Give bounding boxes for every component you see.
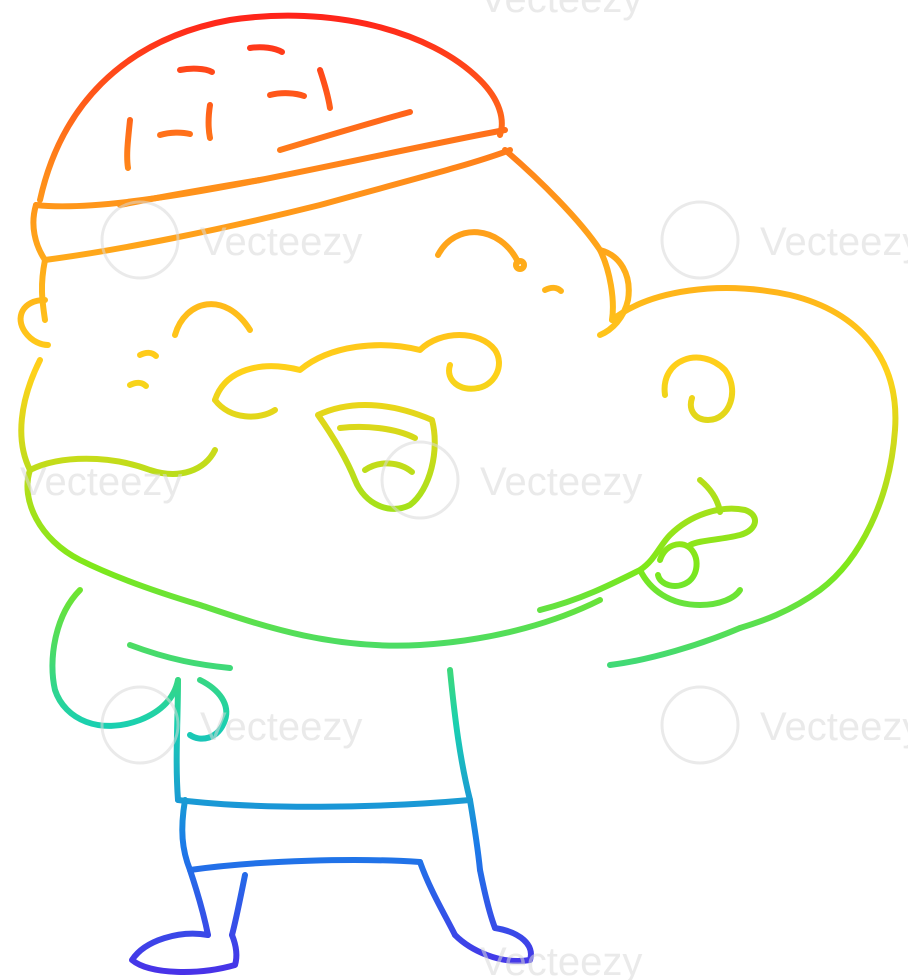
- watermark-text: Vecteezy: [480, 460, 642, 504]
- beard: [24, 285, 899, 668]
- legs: [129, 797, 534, 975]
- watermark-text: Vecteezy: [480, 940, 642, 980]
- watermark-text: Vecteezy: [200, 220, 362, 264]
- vecteezy-logo-icon: [100, 685, 180, 765]
- watermark-text: Vecteezy: [480, 0, 642, 21]
- vecteezy-logo-icon: [660, 200, 740, 280]
- vecteezy-logo-icon: [380, 440, 460, 520]
- head: [17, 147, 632, 473]
- mouth: [315, 402, 438, 512]
- eyes: [127, 229, 564, 389]
- vecteezy-logo-icon: [100, 200, 180, 280]
- beanie-hat: [30, 12, 513, 263]
- watermark-layer: Vecteezy Vecteezy Vecteezy Vecteezy Vect…: [20, 0, 908, 980]
- watermark-text: Vecteezy: [760, 705, 908, 749]
- watermark-text: Vecteezy: [200, 705, 362, 749]
- watermark-text: Vecteezy: [20, 460, 182, 504]
- pointing-hand: [537, 477, 758, 613]
- moustache: [212, 332, 502, 420]
- watermark-text: Vecteezy: [760, 220, 908, 264]
- vecteezy-logo-icon: [660, 685, 740, 765]
- body: [49, 587, 473, 810]
